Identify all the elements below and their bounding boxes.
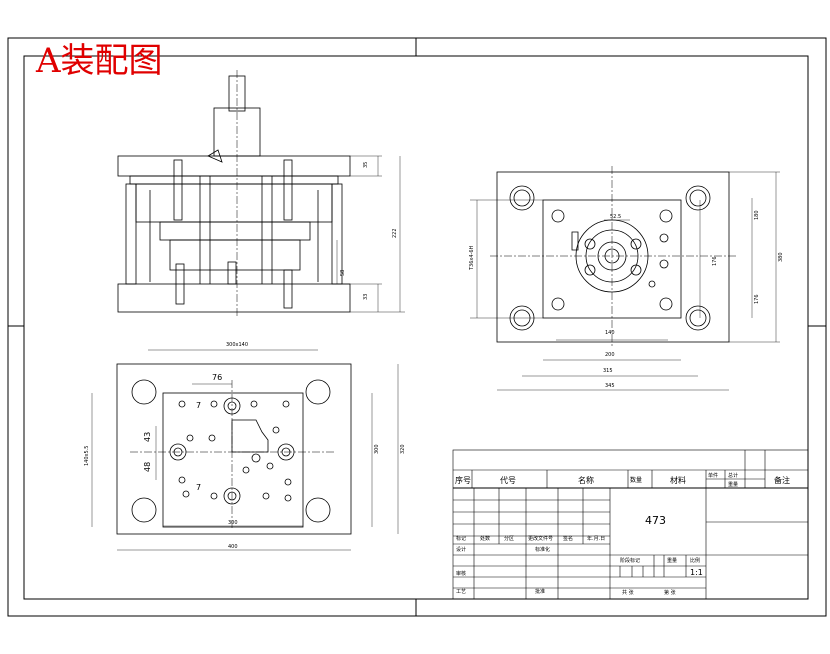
tb-qty: 数量: [630, 476, 642, 484]
tb-rev-zone: 分区: [504, 535, 514, 542]
plan-dim-top: 300x140: [226, 342, 248, 348]
plan-dim-43: 43: [143, 432, 152, 442]
plan-dim-right: 300: [374, 444, 380, 454]
plan-dim-inner: 300: [228, 520, 238, 526]
tb-role-process: 工艺: [456, 589, 466, 595]
side-dim-h3: 380: [778, 252, 784, 262]
side-dim-top-small: 52.5: [610, 214, 621, 220]
front-view: [117, 70, 405, 318]
plan-dim-outer: 400: [228, 544, 238, 550]
tb-role-design: 设计: [456, 546, 466, 553]
tb-single: 单件: [708, 472, 718, 479]
side-dim-w3: 315: [603, 368, 613, 374]
side-dim-left: T36x4-6H: [469, 245, 475, 271]
tb-rev-doc: 更改文件号: [528, 535, 553, 542]
front-dim-height: 222: [392, 228, 398, 238]
front-dim-top: 35: [363, 162, 369, 168]
tb-role-approve: 批准: [535, 588, 545, 595]
tb-rev-count: 处数: [480, 535, 490, 542]
plan-dim-48: 48: [143, 462, 152, 472]
plan-dim-7b: 7: [196, 483, 201, 492]
side-dim-w4: 345: [605, 383, 615, 389]
plan-view: [91, 349, 399, 551]
tb-rev-sign: 签名: [563, 535, 573, 542]
tb-sheet-this: 第 张: [664, 589, 676, 596]
tb-code: 代号: [500, 475, 516, 485]
front-dim-bottom: 33: [363, 294, 369, 300]
side-dim-w2: 200: [605, 352, 615, 358]
tb-rev-date: 年.月.日: [587, 535, 605, 542]
tb-role-check: 审核: [456, 570, 466, 577]
drawing-title: A装配图: [35, 41, 163, 81]
tb-remarks: 备注: [774, 475, 790, 485]
side-dim-h4: 176: [754, 294, 760, 304]
plan-dim-7a: 7: [196, 401, 201, 410]
plan-dim-76: 76: [212, 373, 222, 382]
front-dim-mid: 58: [340, 270, 346, 276]
tb-material: 材料: [670, 475, 686, 485]
plan-dim-outer-h: 320: [400, 444, 406, 454]
tb-sheet-total: 共 张: [622, 589, 634, 596]
tb-scale: 1:1: [690, 568, 703, 577]
side-dim-h2: 176: [712, 256, 718, 266]
side-dim-w1: 140: [605, 330, 615, 336]
sheet-border: [7, 37, 827, 617]
tb-part-number: 473: [645, 514, 666, 527]
title-block: [452, 449, 809, 600]
tb-name: 名称: [578, 475, 594, 485]
tb-stage-ratio: 比例: [690, 557, 700, 564]
tb-stage-label: 阶段标记: [620, 557, 640, 564]
tb-seq: 序号: [455, 475, 471, 485]
plan-dim-left: 140x5.5: [84, 446, 90, 466]
side-dim-h1: 180: [754, 210, 760, 220]
side-view: [470, 166, 780, 391]
tb-total: 总计: [728, 472, 738, 479]
tb-role-standard: 标准化: [535, 546, 550, 553]
tb-stage-weight: 重量: [667, 557, 677, 564]
tb-rev-mark: 标记: [456, 535, 466, 542]
tb-weight: 重量: [728, 481, 738, 488]
